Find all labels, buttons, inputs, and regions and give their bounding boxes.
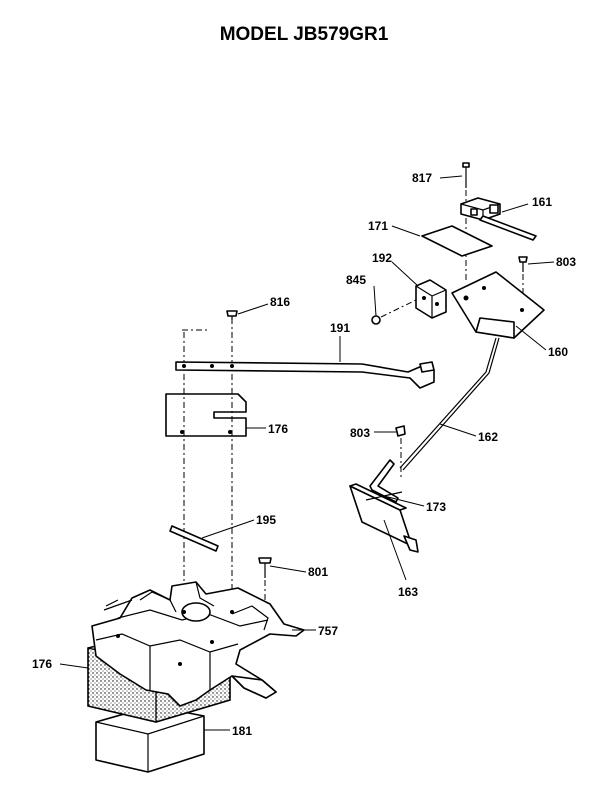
lever-191 [175, 361, 435, 389]
rod-162 [399, 337, 497, 469]
plate-176-upper [165, 393, 247, 437]
screw-803-top [518, 256, 528, 272]
switch-161 [460, 197, 537, 241]
callout-173: 173 [426, 500, 446, 514]
screw-817 [462, 162, 470, 188]
leader-lines [59, 175, 555, 731]
callout-845: 845 [346, 273, 366, 287]
page-title: MODEL JB579GR1 [220, 24, 389, 45]
callout-195: 195 [256, 513, 276, 527]
callout-163: 163 [398, 585, 418, 599]
callout-803-top: 803 [556, 255, 576, 269]
callout-171: 171 [368, 219, 388, 233]
screw-816 [226, 310, 238, 320]
callout-176-upper: 176 [268, 422, 288, 436]
callout-161: 161 [532, 195, 552, 209]
insulator-171 [421, 225, 493, 257]
callout-192: 192 [372, 251, 392, 265]
plate-163 [349, 483, 419, 553]
callouts: 817 161 171 803 845 192 816 191 160 176 … [32, 171, 576, 738]
frame-757 [91, 581, 305, 707]
bracket-160 [451, 271, 545, 339]
callout-817: 817 [412, 171, 432, 185]
screw-803-middle [395, 425, 406, 437]
callout-191: 191 [330, 321, 350, 335]
callout-801: 801 [308, 565, 328, 579]
callout-816: 816 [270, 295, 290, 309]
callout-162: 162 [478, 430, 498, 444]
bracket-192 [415, 279, 447, 319]
pin-195 [169, 525, 219, 552]
callout-803-middle: 803 [350, 426, 370, 440]
callout-176-lower: 176 [32, 657, 52, 671]
screw-845 [371, 299, 417, 325]
callout-160: 160 [548, 345, 568, 359]
callout-181: 181 [232, 724, 252, 738]
callout-757: 757 [318, 624, 338, 638]
screw-801 [258, 557, 272, 578]
